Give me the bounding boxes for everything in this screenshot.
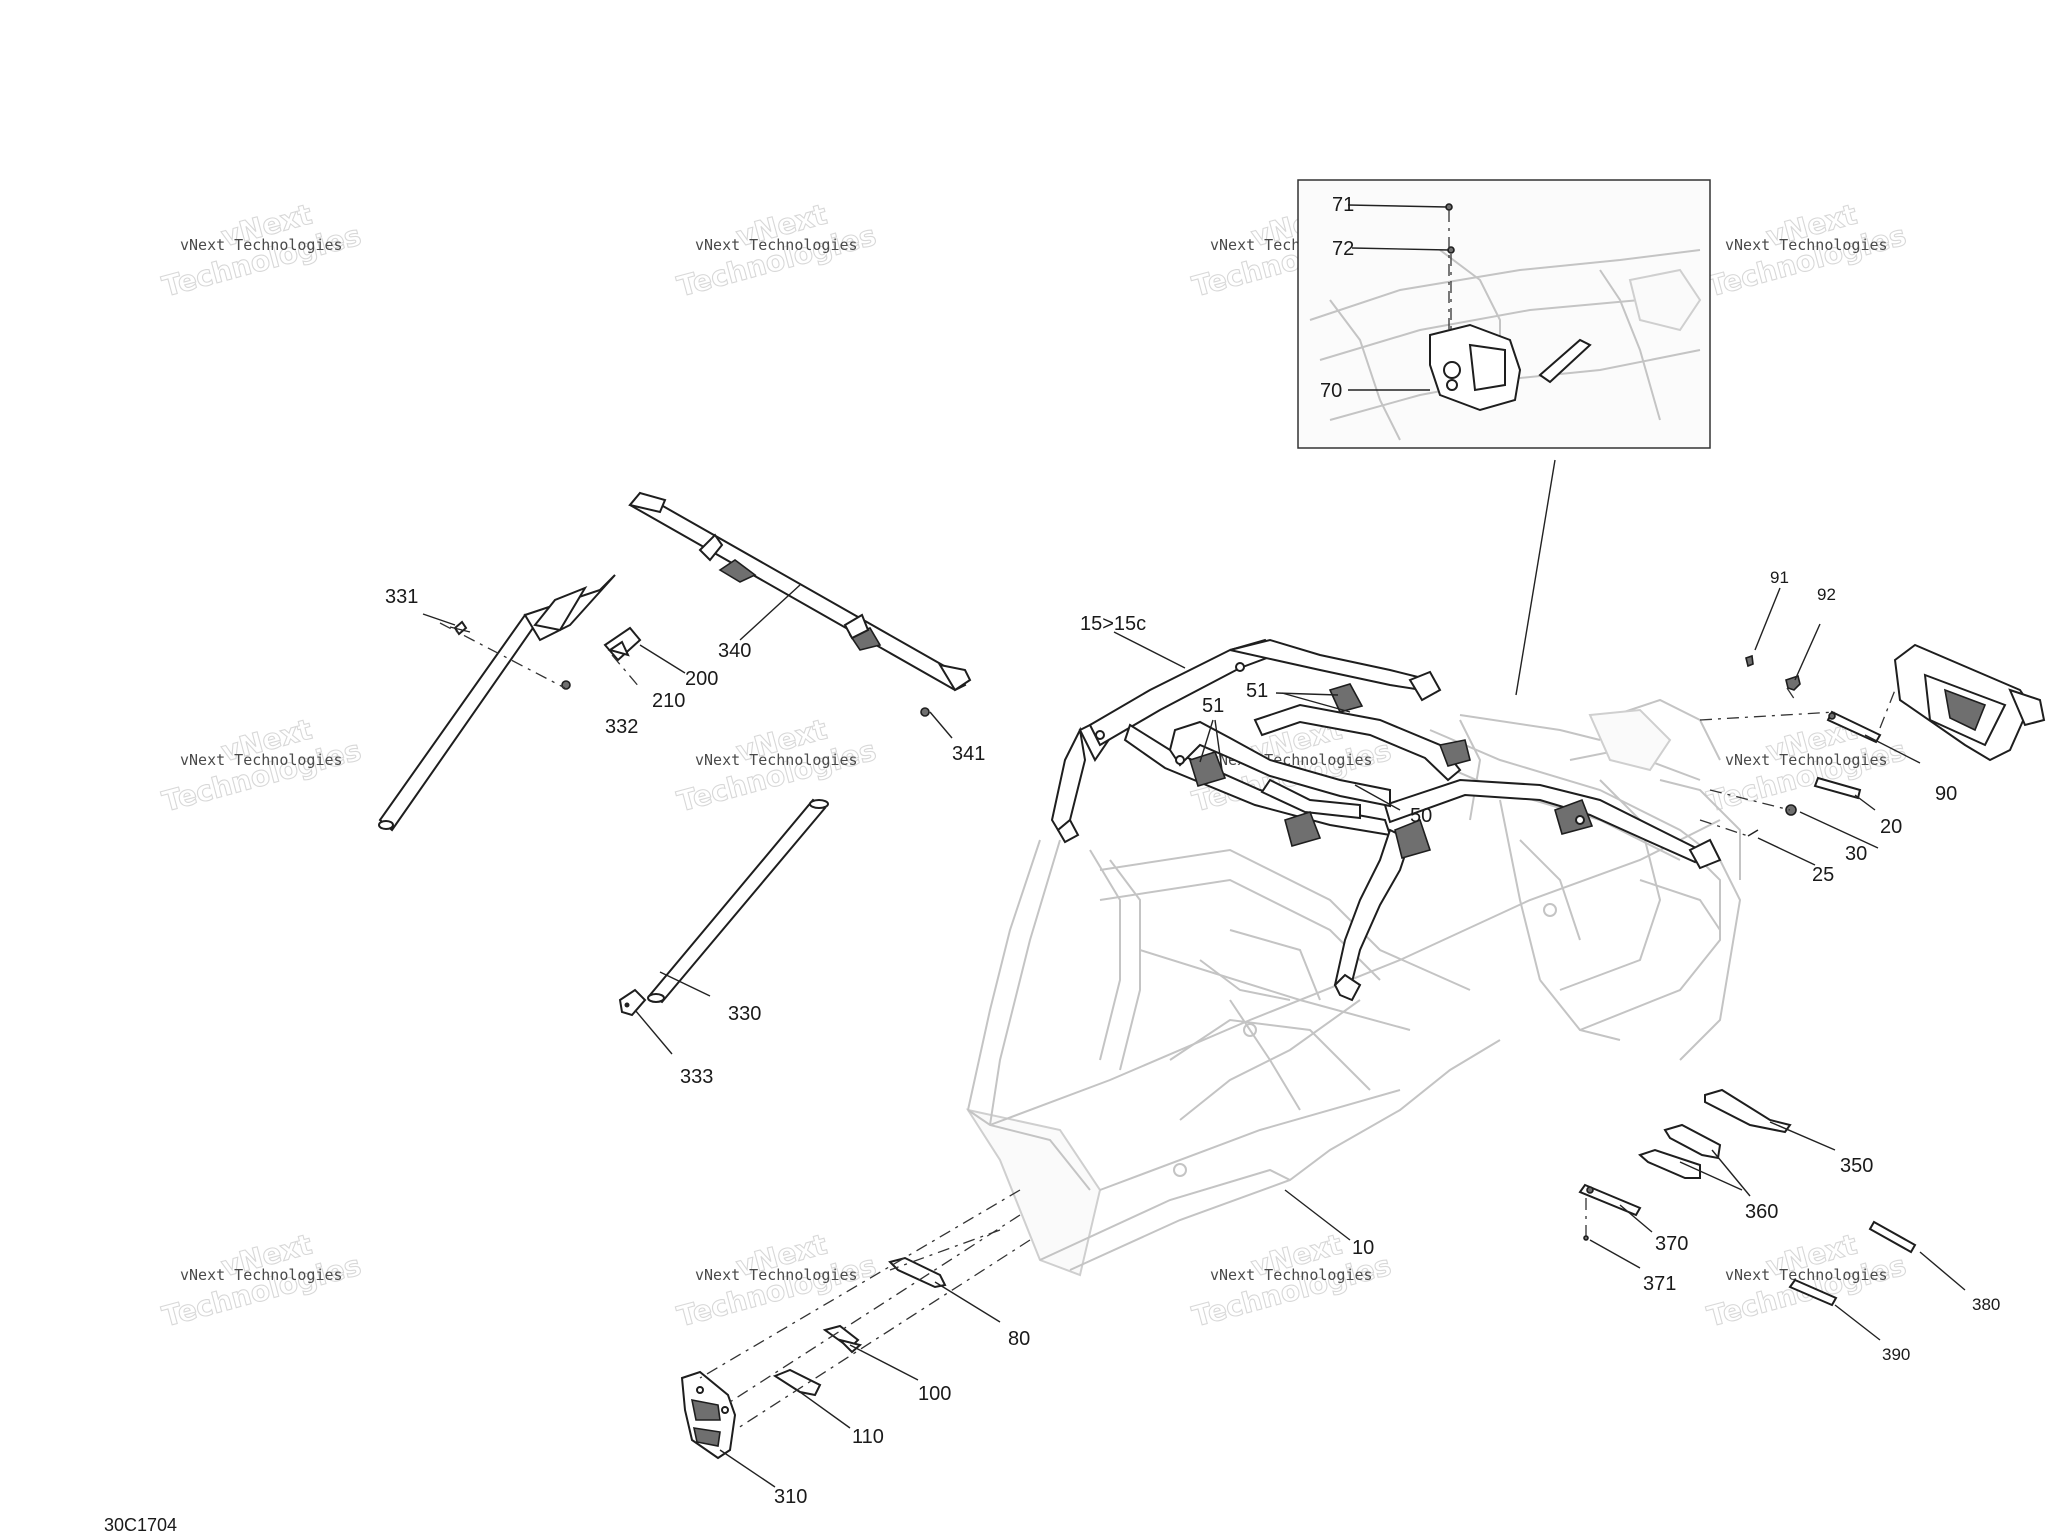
part-331-bolt — [449, 626, 471, 633]
part-331-bar — [378, 574, 616, 832]
watermark: Technologies vNext vNext Technologies — [673, 197, 880, 304]
watermark: Technologies vNext vNext Technologies — [1703, 197, 1910, 304]
watermark: Technologies vNext vNext Technologies — [158, 1227, 365, 1334]
callout-210: 210 — [652, 690, 685, 712]
part-370-bar — [1578, 1183, 1642, 1241]
callout-50: 50 — [1410, 805, 1432, 827]
part-92-clip — [1785, 674, 1801, 691]
part-200-clip — [603, 626, 642, 662]
callout-371: 371 — [1643, 1273, 1676, 1295]
part-110-bracket — [772, 1368, 822, 1397]
part-360-brackets — [1638, 1123, 1722, 1179]
callout-350: 350 — [1840, 1155, 1873, 1177]
callout-20: 20 — [1880, 816, 1902, 838]
callout-331: 331 — [385, 586, 418, 608]
callouts: 71 72 70 15>15c 51 51 50 10 331 200 210 … — [385, 194, 2000, 1508]
callout-10: 10 — [1352, 1237, 1374, 1259]
callout-90: 90 — [1935, 783, 1957, 805]
svg-text:vNext Technologies: vNext Technologies — [1725, 1266, 1888, 1284]
callout-370: 370 — [1655, 1233, 1688, 1255]
callout-380: 380 — [1972, 1295, 2000, 1314]
svg-text:vNext Technologies: vNext Technologies — [1210, 1266, 1373, 1284]
watermark: Technologies vNext vNext Technologies — [1188, 1227, 1395, 1334]
svg-text:vNext Technologies: vNext Technologies — [695, 1266, 858, 1284]
watermark: Technologies vNext vNext Technologies — [158, 197, 365, 304]
inset-leader — [1515, 459, 1556, 696]
callout-340: 340 — [718, 640, 751, 662]
svg-text:vNext Technologies: vNext Technologies — [1725, 751, 1888, 769]
part-330-tube — [647, 798, 829, 1004]
callout-100: 100 — [918, 1383, 951, 1405]
callout-110: 110 — [852, 1426, 884, 1448]
callout-360: 360 — [1745, 1201, 1778, 1223]
callout-30: 30 — [1845, 843, 1867, 865]
roll-cage — [1050, 638, 1722, 1002]
callout-51: 51 — [1246, 680, 1268, 702]
callout-72: 72 — [1332, 238, 1354, 260]
callout-51: 51 — [1202, 695, 1224, 717]
main-frame — [965, 698, 1742, 1277]
callout-25: 25 — [1812, 864, 1834, 886]
svg-text:vNext Technologies: vNext Technologies — [180, 1266, 343, 1284]
watermark: Technologies vNext vNext Technologies — [158, 712, 365, 819]
callout-15-15c: 15>15c — [1080, 613, 1146, 635]
callout-71: 71 — [1332, 194, 1354, 216]
callout-70: 70 — [1320, 380, 1342, 402]
callout-200: 200 — [685, 668, 718, 690]
callout-80: 80 — [1008, 1328, 1030, 1350]
part-390-pin — [1788, 1278, 1838, 1307]
part-90-bracket — [1893, 643, 2046, 762]
diagram-reference-code: 30C1704 — [104, 1515, 177, 1535]
svg-text:vNext Technologies: vNext Technologies — [695, 751, 858, 769]
detail-inset — [1297, 179, 1711, 449]
part-341-nut — [920, 707, 930, 717]
part-310-plate — [680, 1370, 737, 1460]
svg-text:vNext Technologies: vNext Technologies — [695, 236, 858, 254]
watermark: Technologies vNext vNext Technologies — [1703, 712, 1910, 819]
watermark: Technologies vNext vNext Technologies — [673, 712, 880, 819]
callout-310: 310 — [774, 1486, 807, 1508]
part-340-roof-bar — [628, 491, 972, 692]
part-380-pin — [1868, 1220, 1917, 1254]
callout-92: 92 — [1817, 585, 1836, 604]
callout-91: 91 — [1770, 568, 1789, 587]
callout-332: 332 — [605, 716, 638, 738]
callout-333: 333 — [680, 1066, 713, 1088]
svg-text:vNext Technologies: vNext Technologies — [1725, 236, 1888, 254]
part-350-strap — [1704, 1088, 1792, 1134]
watermark: Technologies vNext vNext Technologies — [673, 1227, 880, 1334]
svg-text:vNext Technologies: vNext Technologies — [180, 751, 343, 769]
leader-lines — [422, 204, 1966, 1488]
svg-text:vNext Technologies: vNext Technologies — [180, 236, 343, 254]
part-25-bolt — [1747, 829, 1759, 837]
part-91-screw — [1745, 654, 1754, 668]
assembly-lines — [439, 622, 1896, 1431]
callout-341: 341 — [952, 743, 985, 765]
part-30-nut — [1785, 804, 1797, 816]
part-332-nut — [561, 680, 571, 690]
part-20-pin — [1826, 710, 1882, 744]
part-333-bracket — [618, 988, 647, 1017]
callout-390: 390 — [1882, 1345, 1910, 1364]
callout-330: 330 — [728, 1003, 761, 1025]
part-80-bracket — [888, 1256, 947, 1289]
